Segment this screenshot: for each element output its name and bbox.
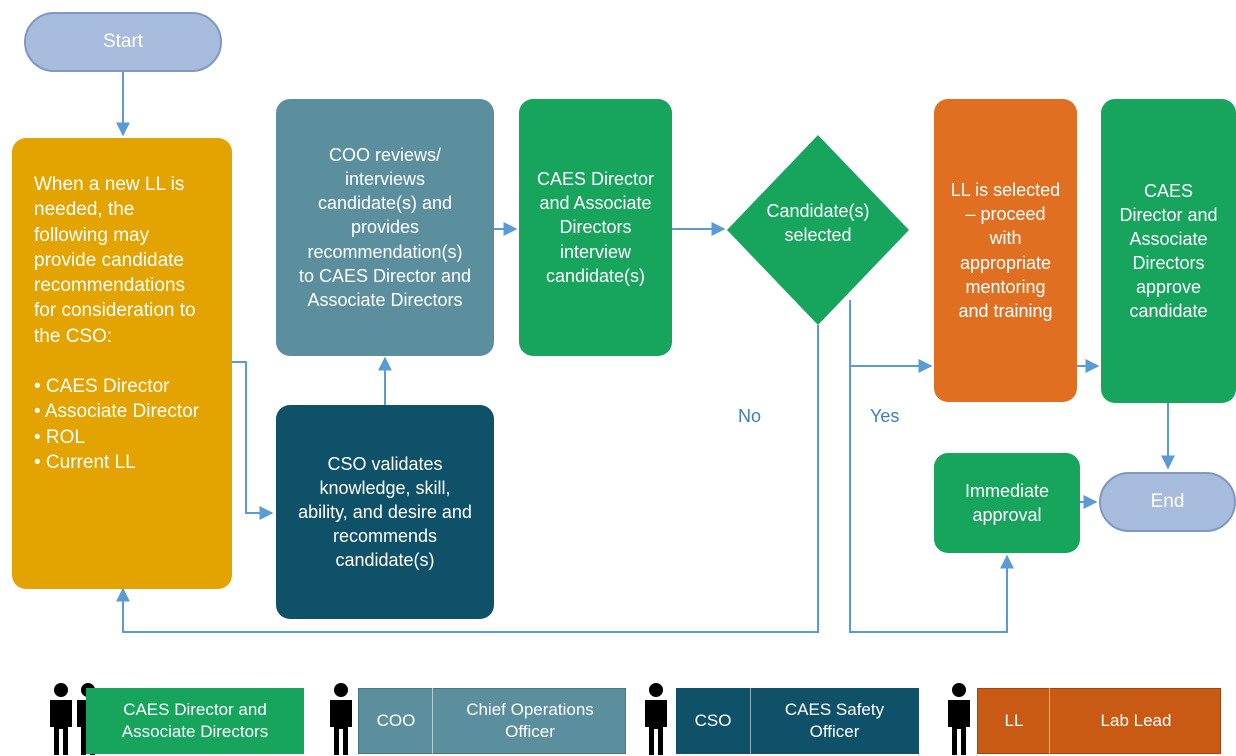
edge-label-yes: Yes <box>870 406 900 426</box>
director-approve-text: CAES Director and Associate Directors ap… <box>1119 180 1218 322</box>
decision-text: Candidate(s) selected <box>766 201 870 246</box>
legend-ll-divider <box>1049 688 1050 754</box>
end-node: End <box>1099 472 1236 532</box>
end-label: End <box>1150 491 1185 513</box>
director-approve-node: CAES Director and Associate Directors ap… <box>1101 99 1236 403</box>
legend-ll-abbr: LL <box>1004 710 1024 730</box>
legend-cso-abbr: CSO <box>694 710 732 730</box>
ll-selected-node: LL is selected – proceed with appropriat… <box>934 99 1077 402</box>
cso-validate-text: CSO validates knowledge, skill, ability,… <box>298 453 472 571</box>
legend-coo-abbr: COO <box>376 710 416 730</box>
legend-coo-divider <box>432 688 433 754</box>
legend-coo-name: Chief Operations Officer <box>466 699 594 741</box>
legend-ll-name: Lab Lead <box>1100 710 1172 730</box>
cso-validate-node: CSO validates knowledge, skill, ability,… <box>276 405 494 619</box>
director-interview-text: CAES Director and Associate Directors in… <box>536 169 655 286</box>
legend-director-name: CAES Director and Associate Directors <box>121 699 269 741</box>
legend-ll: LL Lab Lead <box>977 688 1221 754</box>
person-icon <box>645 683 667 755</box>
nomination-node: When a new LL is needed, the following m… <box>12 138 232 589</box>
edge-decision-no <box>116 325 819 633</box>
edge-label-no: No <box>738 406 762 426</box>
legend-coo: COO Chief Operations Officer <box>358 688 626 754</box>
director-interview-node: CAES Director and Associate Directors in… <box>519 99 672 356</box>
legend-cso-divider <box>750 688 751 754</box>
legend-director: CAES Director and Associate Directors <box>86 688 304 754</box>
person-icon <box>330 683 352 755</box>
legend-cso-name: CAES Safety Officer <box>784 699 885 741</box>
edge-nomination-to-cso <box>232 361 274 520</box>
decision-shape <box>727 135 909 325</box>
start-node: Start <box>24 12 222 72</box>
edge-yes-to-immediate <box>849 366 1014 633</box>
immediate-approval-node: Immediate approval <box>934 453 1080 553</box>
coo-review-node: COO reviews/ interviews candidate(s) and… <box>276 99 494 356</box>
person-icon <box>948 683 970 755</box>
start-label: Start <box>102 31 144 53</box>
coo-review-text: COO reviews/ interviews candidate(s) and… <box>298 145 472 310</box>
ll-selected-text: LL is selected – proceed with appropriat… <box>950 180 1061 321</box>
decision-node: Candidate(s) selected <box>727 135 909 325</box>
nomination-text: When a new LL is needed, the following m… <box>34 174 200 473</box>
person-icon <box>50 683 72 755</box>
immediate-approval-text: Immediate approval <box>964 480 1050 525</box>
legend-cso: CSO CAES Safety Officer <box>676 688 919 754</box>
